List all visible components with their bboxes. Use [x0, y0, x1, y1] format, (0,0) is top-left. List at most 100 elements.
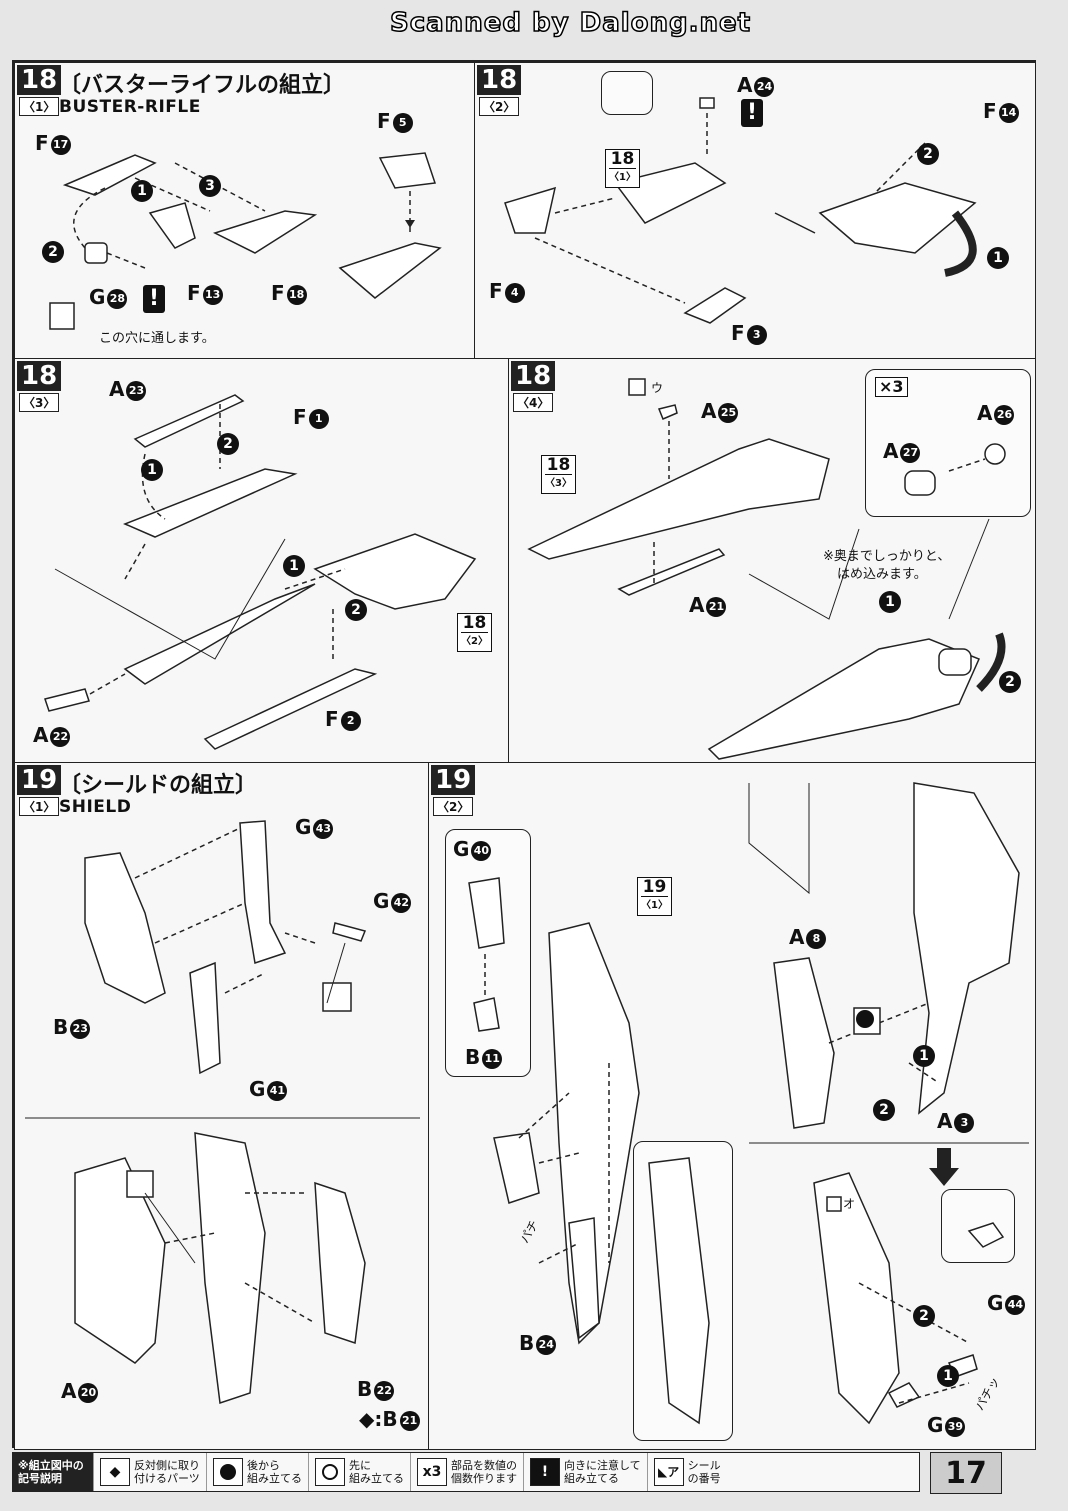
part-letter: F [731, 321, 745, 345]
part-number: 3 [954, 1112, 975, 1133]
pin-detail-inset [941, 1189, 1015, 1263]
ref-step: 18 [462, 613, 487, 633]
legend-text: 付けるパーツ [134, 1472, 200, 1485]
part-number: 23 [126, 380, 147, 401]
scan-watermark: Scanned by Dalong.net [389, 7, 752, 39]
step-reference: 19〈1〉 [637, 877, 672, 916]
ref-sub: 〈1〉 [609, 168, 636, 187]
step-number: 19 [17, 765, 62, 795]
section-title-jp: 〔バスターライフルの組立〕 [59, 73, 346, 98]
part-number: 14 [998, 102, 1019, 123]
step-reference: 18〈3〉 [541, 455, 576, 494]
exclamation-icon: ! [530, 1458, 560, 1486]
part-letter: F [187, 281, 201, 305]
part-number: 4 [504, 282, 525, 303]
step-number: 18 [17, 361, 62, 391]
sticker-indicator: ウ [651, 381, 664, 395]
part-letter: A [33, 723, 49, 747]
step-reference: 18〈2〉 [457, 613, 492, 652]
assembly-order-2: 2 [873, 1099, 895, 1121]
direction-warning-icon: ! [143, 285, 165, 313]
hole-note: この穴に通します。 [99, 331, 215, 346]
detail-inset [601, 71, 653, 115]
legend-item-quantity: x3 部品を数値の個数作ります [410, 1453, 523, 1491]
section-title-jp: 〔シールドの組立〕 [59, 773, 258, 798]
part-letter: A [937, 1109, 953, 1133]
part-letter: A [689, 593, 705, 617]
part-number: 11 [482, 1048, 503, 1069]
step-reference: 18〈1〉 [605, 149, 640, 188]
assembly-order-1: 1 [283, 555, 305, 577]
sticker-symbol: ア [667, 1464, 680, 1479]
legend-heading: ※組立図中の記号説明 [13, 1453, 93, 1491]
part-letter: F [293, 405, 307, 429]
insert-note-line1: ※奥までしっかりと、 [823, 549, 951, 564]
panel-step-19-2: 19 〈2〉 [428, 762, 1036, 1450]
part-number: 3 [746, 324, 767, 345]
part-letter: G [927, 1413, 944, 1437]
sticker-indicator: オ [843, 1197, 856, 1211]
part-letter: F [325, 707, 339, 731]
insert-note-line2: はめ込みます。 [837, 567, 927, 582]
part-letter: G [295, 815, 312, 839]
section-title-en: BUSTER-RIFLE [59, 97, 201, 117]
ref-sub: 〈1〉 [641, 896, 668, 915]
legend-text: 反対側に取り [134, 1459, 200, 1472]
assembly-order-1: 1 [131, 180, 153, 202]
legend-item-sticker: ◣ア シールの番号 [646, 1453, 727, 1491]
part-number: 27 [900, 442, 921, 463]
ref-sub: 〈3〉 [545, 474, 572, 493]
manual-page-frame: 18 〈1〉 〔バスターライフルの組立〕 BUSTER-RIFLE [12, 60, 1036, 1450]
part-letter: G [89, 285, 106, 309]
rifle-assembly-illustration [504, 97, 977, 324]
ref-step: 18 [546, 455, 571, 475]
legend-heading-line2: 記号説明 [18, 1472, 62, 1485]
substep-label: 〈1〉 [19, 97, 60, 116]
multiplier-icon: x3 [417, 1458, 447, 1486]
part-number: 43 [313, 818, 334, 839]
legend-item-direction: ! 向きに注意して組み立てる [523, 1453, 647, 1491]
shield-final-assembly-illustration [468, 782, 1029, 1425]
part-letter: B [465, 1045, 481, 1069]
legend-item-front: 先に組み立てる [308, 1453, 410, 1491]
ref-step: 18 [610, 149, 635, 169]
flip-icon: ◆ [100, 1458, 130, 1486]
part-number: 21 [399, 1410, 420, 1431]
legend-text: シール [687, 1459, 721, 1472]
part-letter: G [373, 889, 390, 913]
assembly-order-1: 1 [879, 591, 901, 613]
legend-text: 組み立てる [349, 1472, 404, 1485]
legend-text: の番号 [687, 1472, 721, 1485]
assembly-order-1: 1 [141, 459, 163, 481]
back-circle-icon [213, 1458, 243, 1486]
step-number: 18 [17, 65, 62, 95]
buster-rifle-parts-illustration [49, 152, 442, 330]
part-letter: B [382, 1407, 398, 1431]
assembly-order-1: 1 [987, 247, 1009, 269]
part-number: 23 [70, 1018, 91, 1039]
rifle-finish-illustration [527, 378, 1006, 760]
ref-step: 19 [642, 877, 667, 897]
part-letter: F [489, 279, 503, 303]
